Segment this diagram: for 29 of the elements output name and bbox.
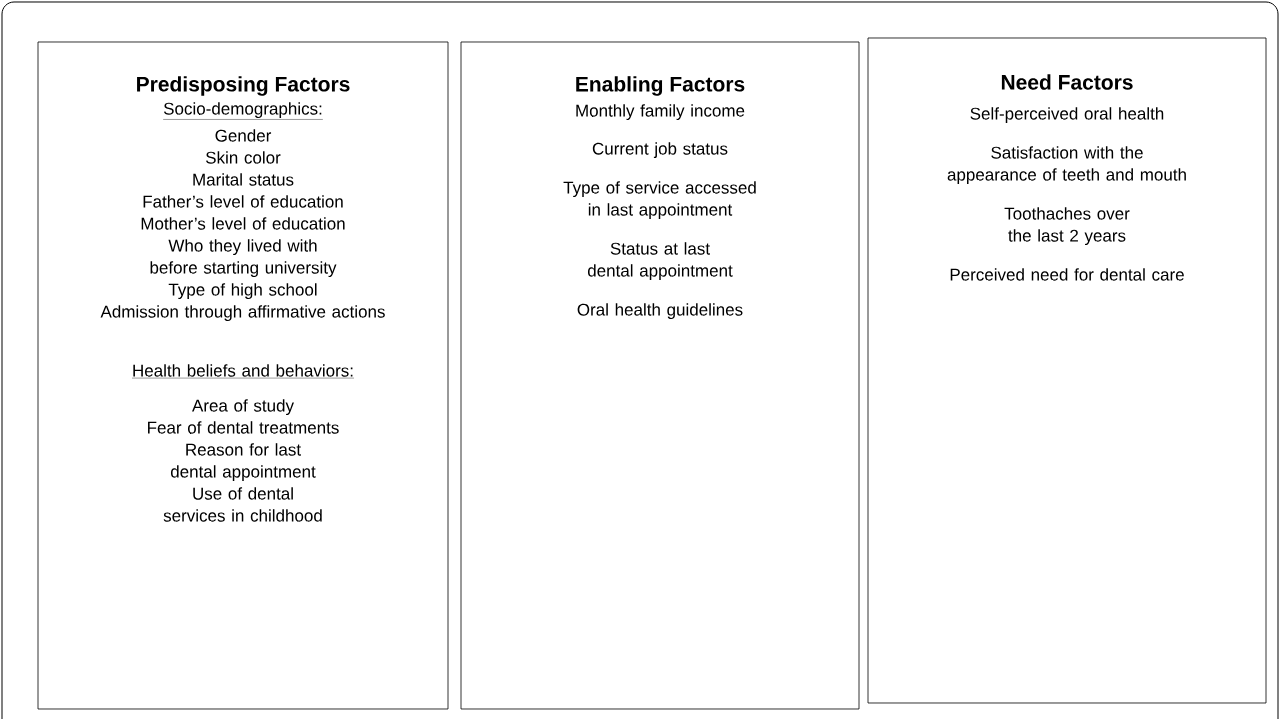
box-heading: Need Factors bbox=[1001, 74, 1133, 90]
list-item: Admission through affirmative actions bbox=[100, 305, 385, 322]
list-item: Use of dental services in childhood bbox=[163, 487, 322, 522]
list-item: Status at last dental appointment bbox=[587, 242, 733, 281]
list-item: Area of study bbox=[192, 399, 294, 416]
list-item: Skin color bbox=[206, 151, 281, 164]
factor-box bbox=[37, 41, 449, 710]
list-item: Type of high school bbox=[168, 283, 317, 300]
list-item: Monthly family income bbox=[576, 104, 745, 121]
box-heading: Enabling Factors bbox=[576, 76, 745, 96]
subheading: Health beliefs and behaviors: bbox=[131, 364, 355, 379]
list-item: Type of service accessed in last appointment bbox=[563, 181, 756, 220]
subheading: Socio-demographics: bbox=[162, 102, 324, 120]
list-item: Father’s level of education bbox=[143, 195, 343, 208]
list-item: Marital status bbox=[193, 173, 294, 186]
factor-box bbox=[460, 41, 860, 710]
factor-box bbox=[867, 37, 1267, 704]
list-item: Gender bbox=[215, 129, 272, 142]
list-item: Mother’s level of education bbox=[141, 217, 345, 230]
list-item: Fear of dental treatments bbox=[148, 421, 339, 434]
list-item: Oral health guidelines bbox=[577, 303, 743, 320]
list-item: Satisfaction with the appearance of teeth and mouth bbox=[947, 146, 1186, 185]
list-item: Who they lived with before starting university bbox=[150, 239, 337, 278]
list-item: Reason for last dental appointment bbox=[170, 443, 316, 482]
list-item: Perceived need for dental care bbox=[950, 268, 1184, 281]
list-item: Toothaches over the last 2 years bbox=[1004, 207, 1130, 246]
list-item: Self-perceived oral health bbox=[970, 107, 1164, 124]
box-heading: Predisposing Factors bbox=[137, 76, 350, 96]
list-item: Current job status bbox=[592, 142, 728, 159]
